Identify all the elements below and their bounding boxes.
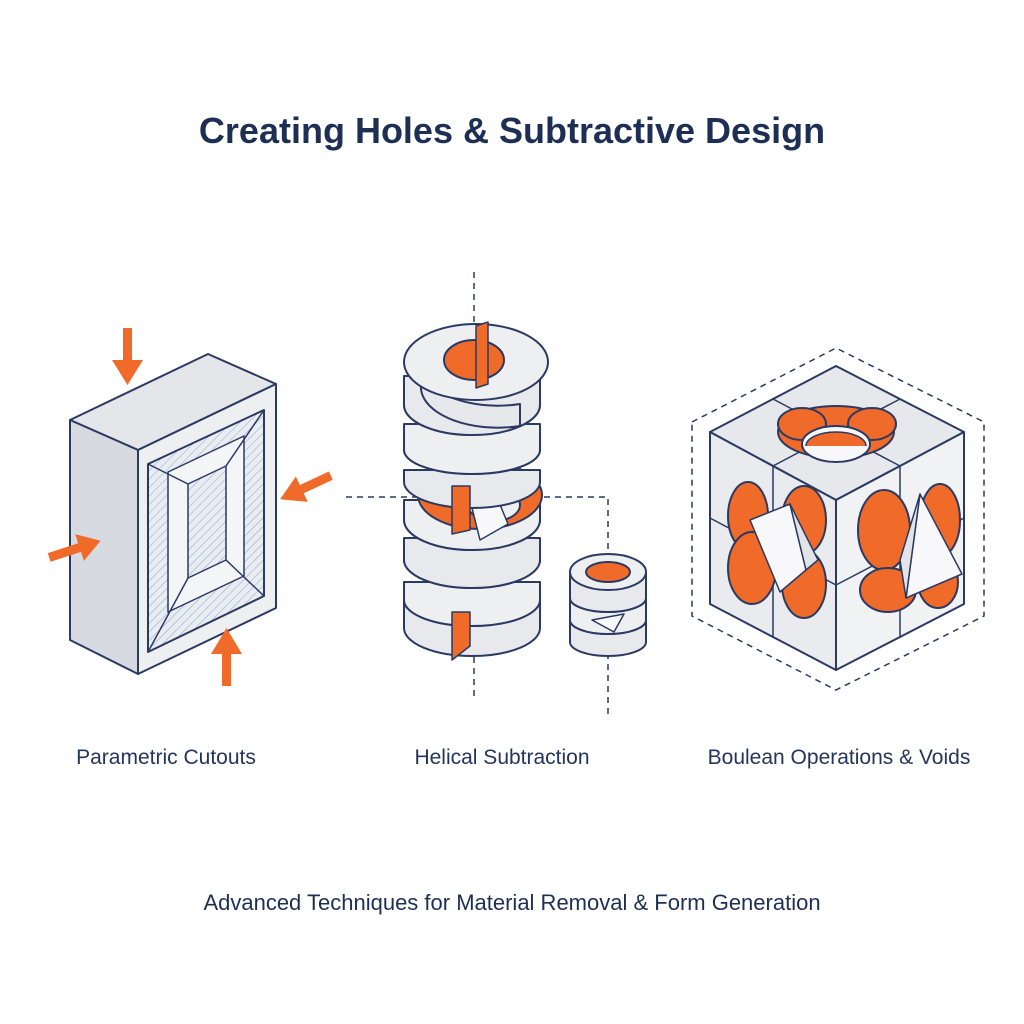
boolean-cube (709, 365, 965, 671)
small-helix-ring (569, 553, 647, 657)
force-arrows (47, 328, 333, 686)
left-void (727, 481, 827, 619)
label-boolean-operations: Boulean Operations & Voids (707, 746, 971, 769)
page-subtitle: Advanced Techniques for Material Removal… (203, 890, 821, 915)
helical-spiral-shape (403, 321, 549, 661)
label-helical-subtraction: Helical Subtraction (414, 746, 590, 769)
arrow-up-icon (211, 628, 242, 686)
block-left-face (69, 419, 139, 675)
arrow-right-icon (47, 534, 101, 562)
boolean-cube-bounds (691, 347, 985, 691)
cutout-back-face (187, 465, 227, 579)
parametric-cutout-block (69, 353, 277, 675)
arrow-left-icon (280, 471, 333, 502)
top-void (777, 405, 897, 463)
label-parametric-cutouts: Parametric Cutouts (76, 746, 256, 769)
arrow-down-icon (112, 328, 143, 385)
right-void (857, 483, 963, 613)
page-title: Creating Holes & Subtractive Design (198, 110, 826, 151)
